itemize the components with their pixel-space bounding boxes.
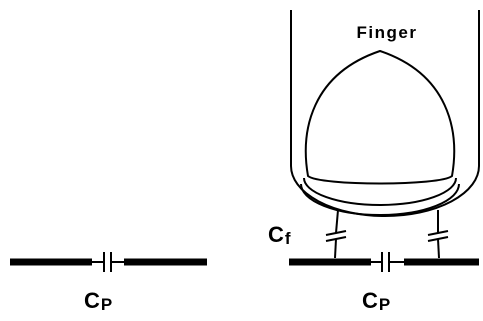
left-cp-label: CP [84, 288, 112, 314]
finger-cap-left [325, 209, 347, 259]
skin-arc-1 [303, 177, 457, 206]
left-circuit: CP [10, 252, 207, 314]
finger-cap-right [427, 210, 449, 259]
right-cp-label: CP [362, 288, 390, 314]
fingertip-shape [304, 49, 456, 185]
right-circuit: Finger Cf CP [268, 10, 480, 314]
skin-arc-2 [300, 183, 460, 216]
cf-label: Cf [268, 222, 291, 248]
finger-outline [290, 10, 480, 217]
finger-label: Finger [357, 23, 418, 42]
